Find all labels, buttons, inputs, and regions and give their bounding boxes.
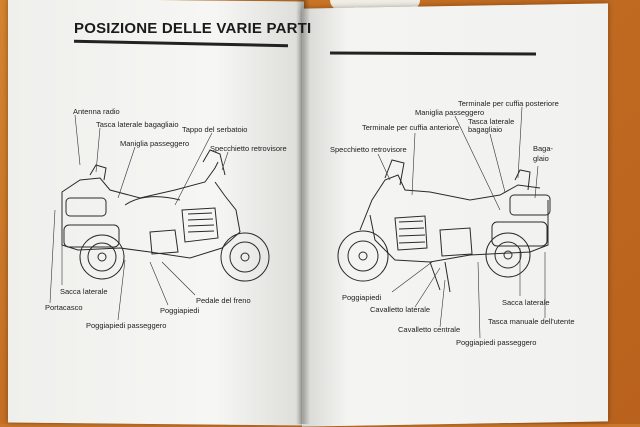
label-sacca-laterale: Sacca laterale: [60, 287, 108, 296]
label-pedale-del-freno: Pedale del freno: [196, 296, 251, 305]
plate-edge: [330, 0, 420, 10]
right-leader-lines: [377, 106, 546, 339]
label-cavalletto-centrale: Cavalletto centrale: [398, 325, 461, 334]
label-bagagliaio-1: Baga-: [533, 144, 554, 153]
label-cavalletto-laterale: Cavalletto laterale: [370, 305, 431, 314]
label-terminale-cuffia-posteriore: Terminale per cuffia posteriore: [458, 99, 559, 108]
left-leader-lines: [49, 114, 229, 321]
label-tasca-manuale-utente: Tasca manuale dell'utente: [488, 317, 575, 326]
label-sacca-laterale-right: Sacca laterale: [502, 298, 550, 307]
right-motorcycle-drawing: [337, 159, 551, 293]
label-poggiapiedi-passeggero-right: Poggiapiedi passeggero: [456, 338, 537, 347]
label-portacasco: Portacasco: [45, 303, 83, 312]
label-tasca-laterale-bagagliaio: Tasca laterale bagagliaio: [96, 120, 179, 129]
label-poggiapiedi-right: Poggiapiedi: [342, 293, 382, 302]
label-tappo-del-serbatoio: Tappo del serbatoio: [182, 125, 248, 134]
page-title: POSIZIONE DELLE VARIE PARTI: [74, 20, 312, 37]
label-maniglia-passeggero: Maniglia passeggero: [120, 139, 190, 148]
label-maniglia-passeggero-right: Maniglia passeggero: [415, 108, 485, 117]
label-tasca-laterale-right-1: Tasca laterale bagagliaio: [468, 117, 515, 134]
label-antenna-radio: Antenna radio: [73, 107, 120, 116]
label-specchietto-retrovisore-right: Specchietto retrovisore: [330, 145, 407, 154]
left-motorcycle-drawing: [61, 149, 270, 282]
label-terminale-cuffia-anteriore: Terminale per cuffia anteriore: [362, 123, 459, 132]
book-gutter: [296, 0, 310, 424]
label-bagagliaio-2: glaio: [533, 154, 549, 163]
label-poggiapiedi: Poggiapiedi: [160, 306, 200, 315]
label-specchietto-retrovisore: Specchietto retrovisore: [210, 144, 287, 153]
label-poggiapiedi-passeggero: Poggiapiedi passeggero: [86, 321, 167, 330]
